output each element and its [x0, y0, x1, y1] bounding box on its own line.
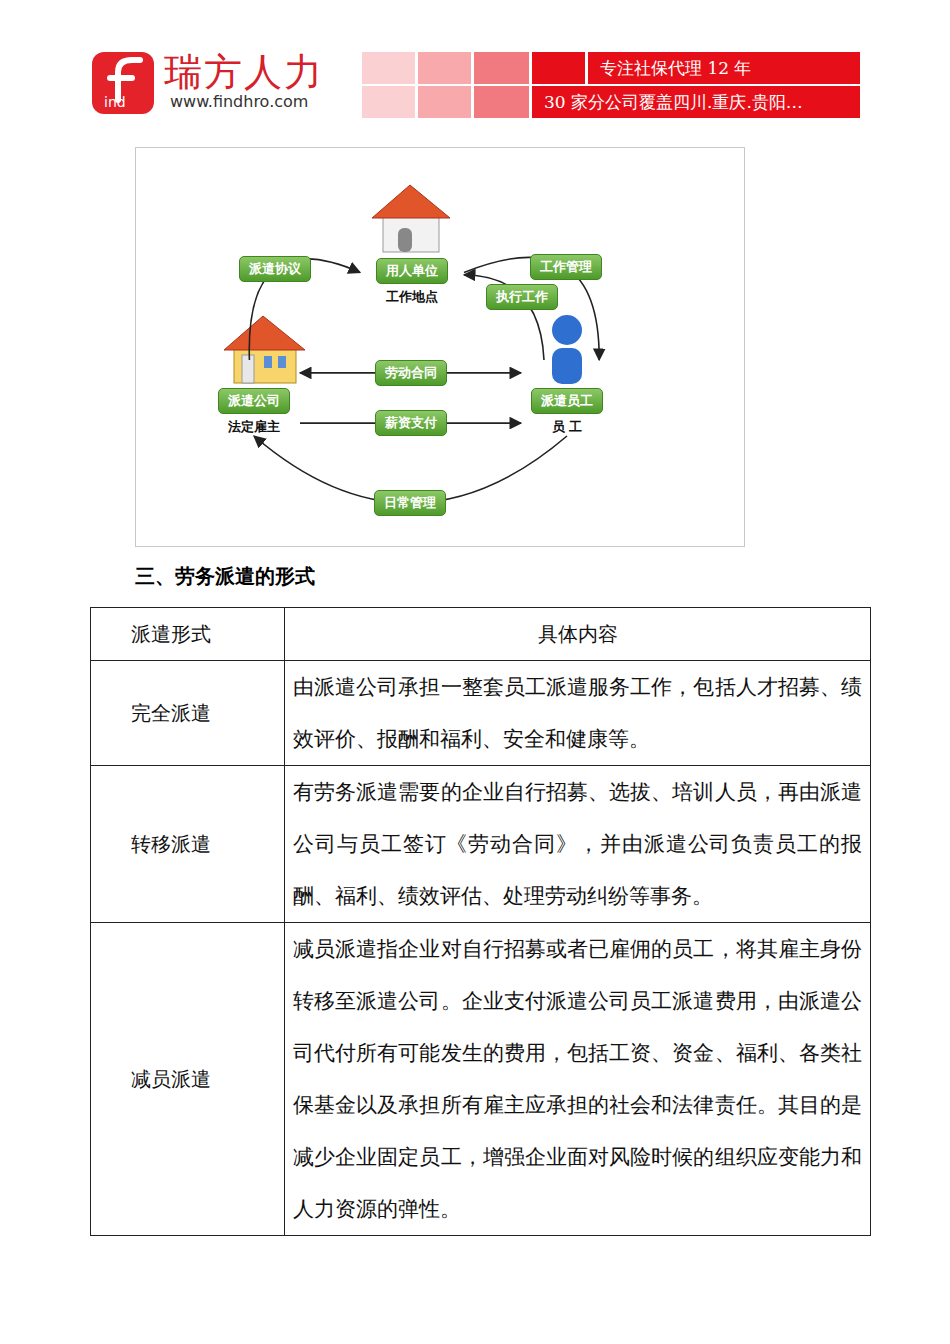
relation-label: 日常管理 — [374, 490, 446, 516]
table-cell: 减员派遣 — [91, 923, 285, 1236]
form-name: 完全派遣 — [131, 701, 211, 725]
actor-label: 派遣员工 — [531, 388, 603, 414]
form-detail: 有劳务派遣需要的企业自行招募、选拔、培训人员，再由派遣公司与员工签订《劳动合同》… — [293, 780, 862, 908]
form-name: 减员派遣 — [131, 1067, 211, 1091]
actor-role: 法定雇主 — [208, 418, 300, 436]
actor-node: 派遣员工员 工 — [521, 360, 613, 436]
table-cell: 完全派遣 — [91, 661, 285, 766]
actor-role: 工作地点 — [360, 288, 464, 306]
table-row: 减员派遣 减员派遣指企业对自行招募或者已雇佣的员工，将其雇主身份转移至派遣公司。企… — [91, 923, 871, 1236]
actor-label: 派遣公司 — [218, 388, 290, 414]
table-row: 派遣形式 具体内容 — [91, 608, 871, 661]
banner-text: 专注社保代理 12 年 — [600, 57, 751, 80]
form-detail: 具体内容 — [538, 622, 618, 646]
form-name: 转移派遣 — [131, 832, 211, 856]
section-heading: 三、劳务派遣的形式 — [135, 563, 315, 590]
agency-house — [224, 316, 305, 383]
banner-text: 30 家分公司覆盖四川.重庆.贵阳… — [544, 91, 803, 114]
table-cell: 有劳务派遣需要的企业自行招募、选拔、培训人员，再由派遣公司与员工签订《劳动合同》… — [285, 766, 871, 923]
actor-node: 派遣公司法定雇主 — [208, 360, 300, 436]
form-detail: 由派遣公司承担一整套员工派遣服务工作，包括人才招募、绩效评价、报酬和福利、安全和… — [293, 675, 862, 751]
table-row: 完全派遣 由派遣公司承担一整套员工派遣服务工作，包括人才招募、绩效评价、报酬和福利… — [91, 661, 871, 766]
table-cell: 减员派遣指企业对自行招募或者已雇佣的员工，将其雇主身份转移至派遣公司。企业支付派… — [285, 923, 871, 1236]
table-cell: 转移派遣 — [91, 766, 285, 923]
employee-figure — [552, 315, 582, 384]
client-house — [372, 185, 450, 252]
brand-url: www.findhro.com — [170, 92, 308, 111]
table-cell: 派遣形式 — [91, 608, 285, 661]
table-cell: 具体内容 — [285, 608, 871, 661]
actor-node: 用人单位工作地点 — [360, 258, 464, 306]
form-detail: 减员派遣指企业对自行招募或者已雇佣的员工，将其雇主身份转移至派遣公司。企业支付派… — [293, 937, 862, 1221]
banner-box: 专注社保代理 12 年 — [588, 52, 860, 84]
table-cell: 由派遣公司承担一整套员工派遣服务工作，包括人才招募、绩效评价、报酬和福利、安全和… — [285, 661, 871, 766]
logo-text: ind — [104, 94, 126, 110]
banner-box: 30 家分公司覆盖四川.重庆.贵阳… — [532, 86, 860, 118]
relation-label: 劳动合同 — [375, 360, 447, 386]
figure-frame — [136, 148, 745, 547]
table-row: 转移派遣 有劳务派遣需要的企业自行招募、选拔、培训人员，再由派遣公司与员工签订《劳… — [91, 766, 871, 923]
logo-icon — [92, 52, 154, 114]
actor-label: 用人单位 — [376, 258, 448, 284]
relation-label: 工作管理 — [530, 254, 602, 280]
relation-label: 薪资支付 — [375, 410, 447, 436]
relation-label: 执行工作 — [486, 284, 558, 310]
form-name: 派遣形式 — [131, 622, 211, 646]
actor-role: 员 工 — [521, 418, 613, 436]
forms-table: 派遣形式 具体内容完全派遣 由派遣公司承担一整套员工派遣服务工作，包括人才招募、绩效… — [90, 607, 871, 1236]
brand-name: 瑞方人力 — [164, 50, 324, 94]
relation-label: 派遣协议 — [239, 256, 311, 282]
